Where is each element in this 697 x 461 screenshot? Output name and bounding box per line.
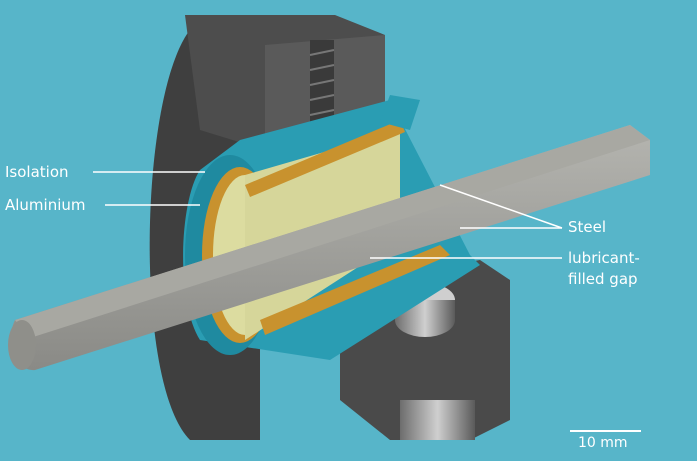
lubricant-label-line1: lubricant- [568, 249, 640, 267]
isolation-label: Isolation [5, 163, 69, 181]
steel-leader [439, 184, 563, 229]
lubricant-label-line2: filled gap [568, 270, 638, 288]
scale-bar-label: 10 mm [578, 435, 628, 451]
steel-label: Steel [568, 218, 607, 236]
aluminium-label: Aluminium [5, 196, 86, 214]
screw [310, 40, 334, 130]
